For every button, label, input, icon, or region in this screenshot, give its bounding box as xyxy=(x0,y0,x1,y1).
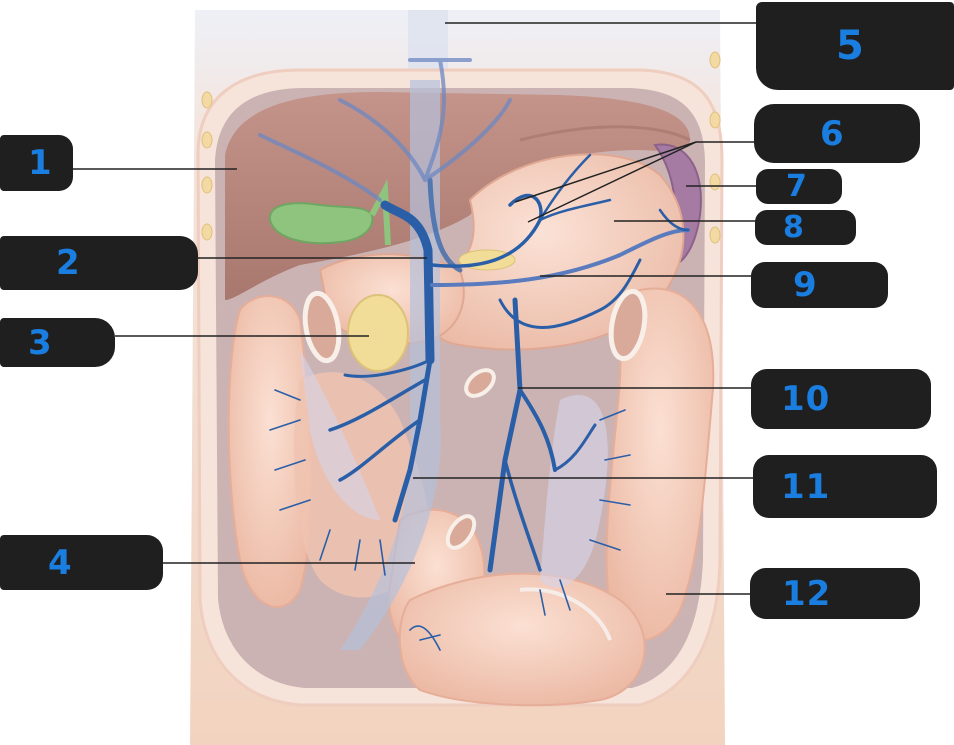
label-box-11[interactable]: 11 xyxy=(753,455,937,518)
label-text-3: 3 xyxy=(28,322,53,363)
gallbladder xyxy=(268,178,391,246)
leader-6b xyxy=(527,141,697,223)
leader-lines xyxy=(73,22,758,595)
label-box-5[interactable]: 5 xyxy=(756,2,954,90)
label-text-8: 8 xyxy=(783,210,805,245)
label-text-11: 11 xyxy=(781,466,831,507)
label-box-10[interactable]: 10 xyxy=(751,369,931,429)
label-text-12: 12 xyxy=(782,573,832,614)
label-text-7: 7 xyxy=(786,169,808,204)
ascending-colon xyxy=(227,295,313,608)
label-box-4[interactable]: 4 xyxy=(0,535,163,590)
label-box-1[interactable]: 1 xyxy=(0,135,73,191)
portal-venous-system xyxy=(258,58,690,651)
label-box-2[interactable]: 2 xyxy=(0,236,198,290)
descending-colon xyxy=(605,287,715,641)
label-box-6[interactable]: 6 xyxy=(754,104,920,163)
liver xyxy=(225,92,691,300)
mesentery xyxy=(300,350,608,588)
label-box-3[interactable]: 3 xyxy=(0,318,115,367)
label-box-12[interactable]: 12 xyxy=(750,568,920,619)
label-box-7[interactable]: 7 xyxy=(756,169,842,204)
cut-bowel-ends xyxy=(302,288,648,550)
leader-6a xyxy=(514,141,697,203)
label-text-5: 5 xyxy=(836,23,865,69)
label-text-4: 4 xyxy=(48,542,73,583)
label-text-9: 9 xyxy=(793,265,818,305)
label-text-6: 6 xyxy=(820,113,845,154)
label-text-2: 2 xyxy=(56,243,81,283)
label-text-10: 10 xyxy=(781,379,831,419)
label-box-9[interactable]: 9 xyxy=(751,262,888,308)
label-text-1: 1 xyxy=(28,143,53,183)
label-box-8[interactable]: 8 xyxy=(755,210,856,245)
